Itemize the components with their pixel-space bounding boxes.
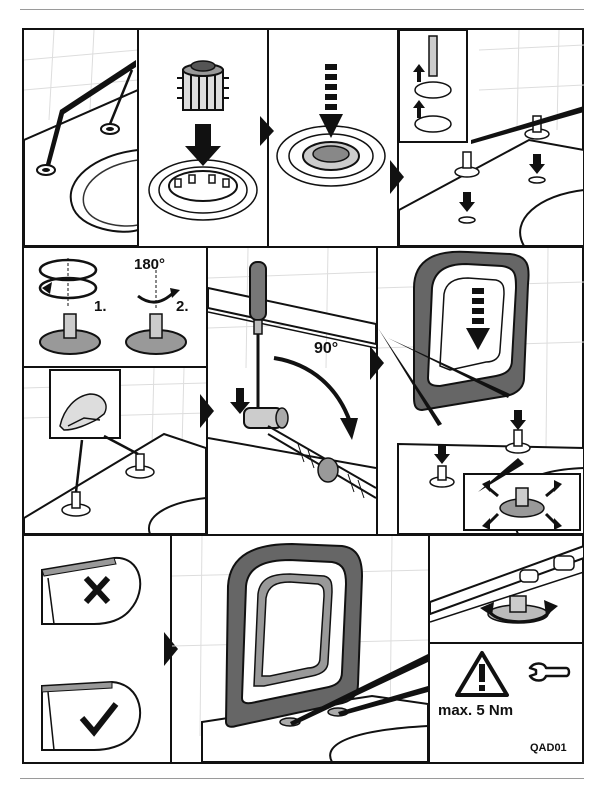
step-label-turn-first: 1.: [94, 298, 107, 315]
warning-triangle-icon: [455, 651, 509, 697]
place-bolts-illustration: [399, 30, 584, 246]
insert-anchor-illustration: [148, 60, 258, 221]
panel-correct-incorrect: [24, 536, 170, 762]
panel-mount-seat: [378, 248, 584, 534]
instruction-sheet: 1. 2. 180°: [22, 28, 584, 764]
panel-turn-anchor: 1. 2. 180°: [24, 248, 206, 366]
rotate-angle-label: 180°: [134, 256, 166, 273]
seat-fit-comparison: [41, 556, 142, 751]
step-arrow-right: [260, 116, 274, 146]
step-arrow-right: [390, 160, 404, 194]
panel-place-bolts: [399, 30, 584, 246]
warning-box: max. 5 Nm: [430, 644, 584, 730]
panel-seat-installed: [172, 536, 428, 762]
mount-seat-illustration: [378, 248, 584, 534]
panel-holes: [24, 30, 138, 246]
seat-installed-illustration: [172, 536, 428, 762]
panel-insert-anchor: [139, 30, 267, 246]
turn-anchor-illustration: [38, 258, 187, 355]
panel-torque-warning: max. 5 Nm QAD01: [430, 536, 584, 762]
check-bolts-illustration: [24, 368, 206, 534]
correct-check-icon: [79, 702, 119, 737]
tool-angle-label: 90°: [314, 340, 339, 357]
wrench-icon: [528, 662, 571, 682]
panel-press-anchor: [269, 30, 397, 246]
panel-check-bolts: [24, 368, 206, 534]
step-label-turn-second: 2.: [176, 298, 189, 315]
panel-screwdriver: 90°: [208, 248, 376, 534]
torque-limit-text: max. 5 Nm: [438, 702, 514, 719]
screwdriver-illustration: [208, 248, 376, 499]
toilet-holes-illustration: [24, 30, 138, 246]
step-arrow-right: [200, 394, 214, 428]
bolt-tightening-illustration: [430, 544, 584, 624]
step-arrow-right: [370, 346, 384, 380]
top-rule: [20, 9, 584, 10]
press-anchor-illustration: [276, 64, 386, 187]
document-code: QAD01: [530, 742, 567, 754]
bottom-rule: [20, 778, 584, 779]
step-arrow-right: [164, 632, 178, 666]
